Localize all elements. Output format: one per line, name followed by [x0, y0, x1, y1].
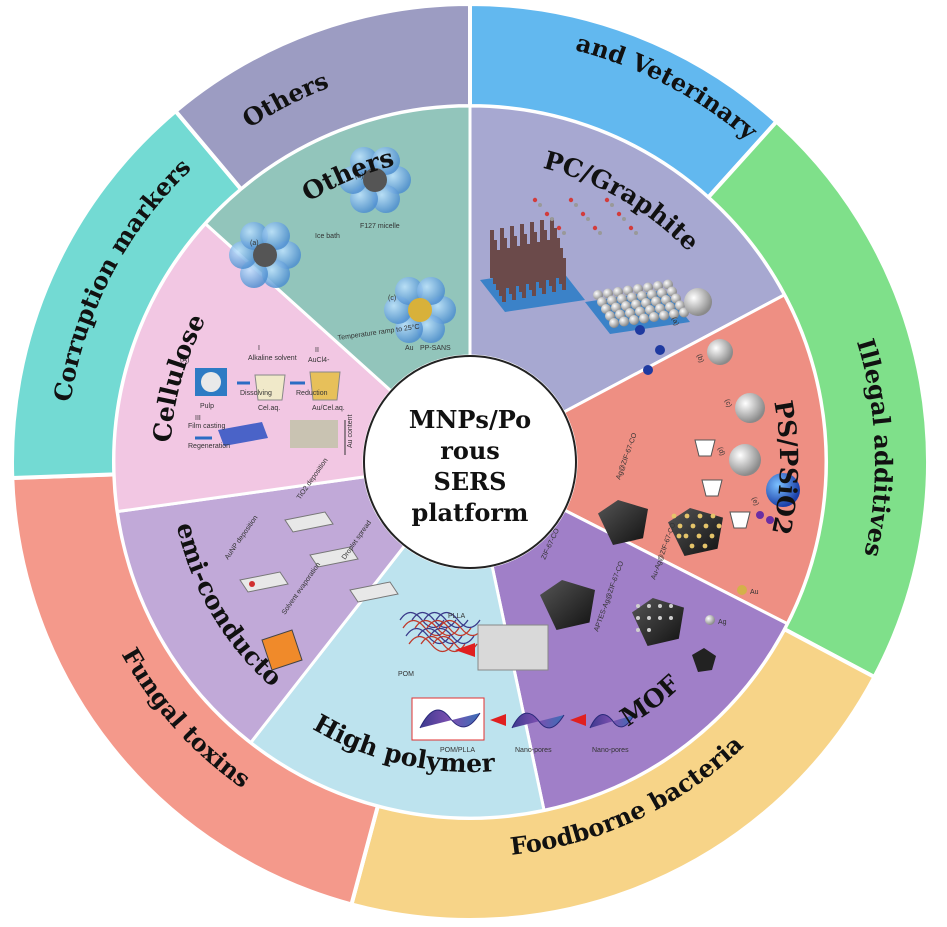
polymer-label-plla: PLLA	[448, 613, 465, 620]
ps-label-a: (a)	[670, 316, 680, 326]
cellulose-label-aucl4: AuCl4-	[308, 357, 330, 364]
cellulose-label-pulp: Pulp	[200, 403, 214, 410]
cellulose-label-aucontent: Au content	[347, 414, 354, 448]
cellulose-label-film: Film casting	[188, 423, 225, 430]
polymer-label-nanopores-1: Nano-pores	[515, 747, 552, 754]
cellulose-label-dissolving: Dissolving	[240, 390, 272, 397]
others-label-a: (a)	[250, 240, 259, 247]
mof-label-au: Au	[750, 589, 759, 596]
cellulose-label-III: III	[195, 415, 201, 422]
center-line-1: MNPs/Po	[409, 405, 531, 434]
others-label-au: Au	[405, 345, 414, 352]
center-line-3: SERS	[434, 467, 507, 496]
polymer-label-pom: POM	[398, 671, 414, 678]
pc-graphite-illustration	[480, 197, 690, 334]
others-label-c: (c)	[388, 295, 396, 302]
cellulose-label-celaq: Cel.aq.	[258, 405, 280, 412]
others-label-micelle: F127 micelle	[360, 223, 400, 230]
ps-psio2-illustration	[635, 288, 800, 529]
cellulose-illustration	[195, 368, 346, 455]
cellulose-label-I: I	[258, 345, 260, 352]
center-line-4: platform	[412, 498, 529, 527]
cellulose-label-reduction: Reduction	[296, 390, 328, 397]
semiconductor-illustration	[239, 511, 399, 671]
cellulose-label-aucelaq: Au/Cel.aq.	[312, 405, 345, 412]
ps-label-b: (b)	[695, 353, 705, 363]
mof-label-ag: Ag	[718, 619, 727, 626]
cellulose-label-alkaline: Alkaline solvent	[248, 355, 297, 362]
mof-illustration	[540, 500, 747, 672]
polymer-label-nanopores-2: Nano-pores	[592, 747, 629, 754]
center-line-2: rous	[440, 436, 500, 465]
others-label-ice-bath: Ice bath	[315, 233, 340, 240]
ps-label-c: (c)	[723, 398, 732, 408]
others-label-b: (b)	[355, 173, 364, 180]
cellulose-label-regen: Regeneration	[188, 443, 230, 450]
center-circle: MNPs/Po rous SERS platform	[363, 355, 577, 569]
polymer-label-pomplla: POM/PLLA	[440, 747, 475, 754]
ps-label-d: (d)	[716, 446, 726, 456]
others-label-ppsans: PP-SANS	[420, 345, 451, 352]
cellulose-label-A: (A)	[180, 357, 189, 364]
others-illustration	[229, 146, 456, 344]
cellulose-label-II: II	[315, 347, 319, 354]
high-polymer-illustration	[399, 611, 635, 741]
ps-label-e: (e)	[750, 496, 760, 506]
